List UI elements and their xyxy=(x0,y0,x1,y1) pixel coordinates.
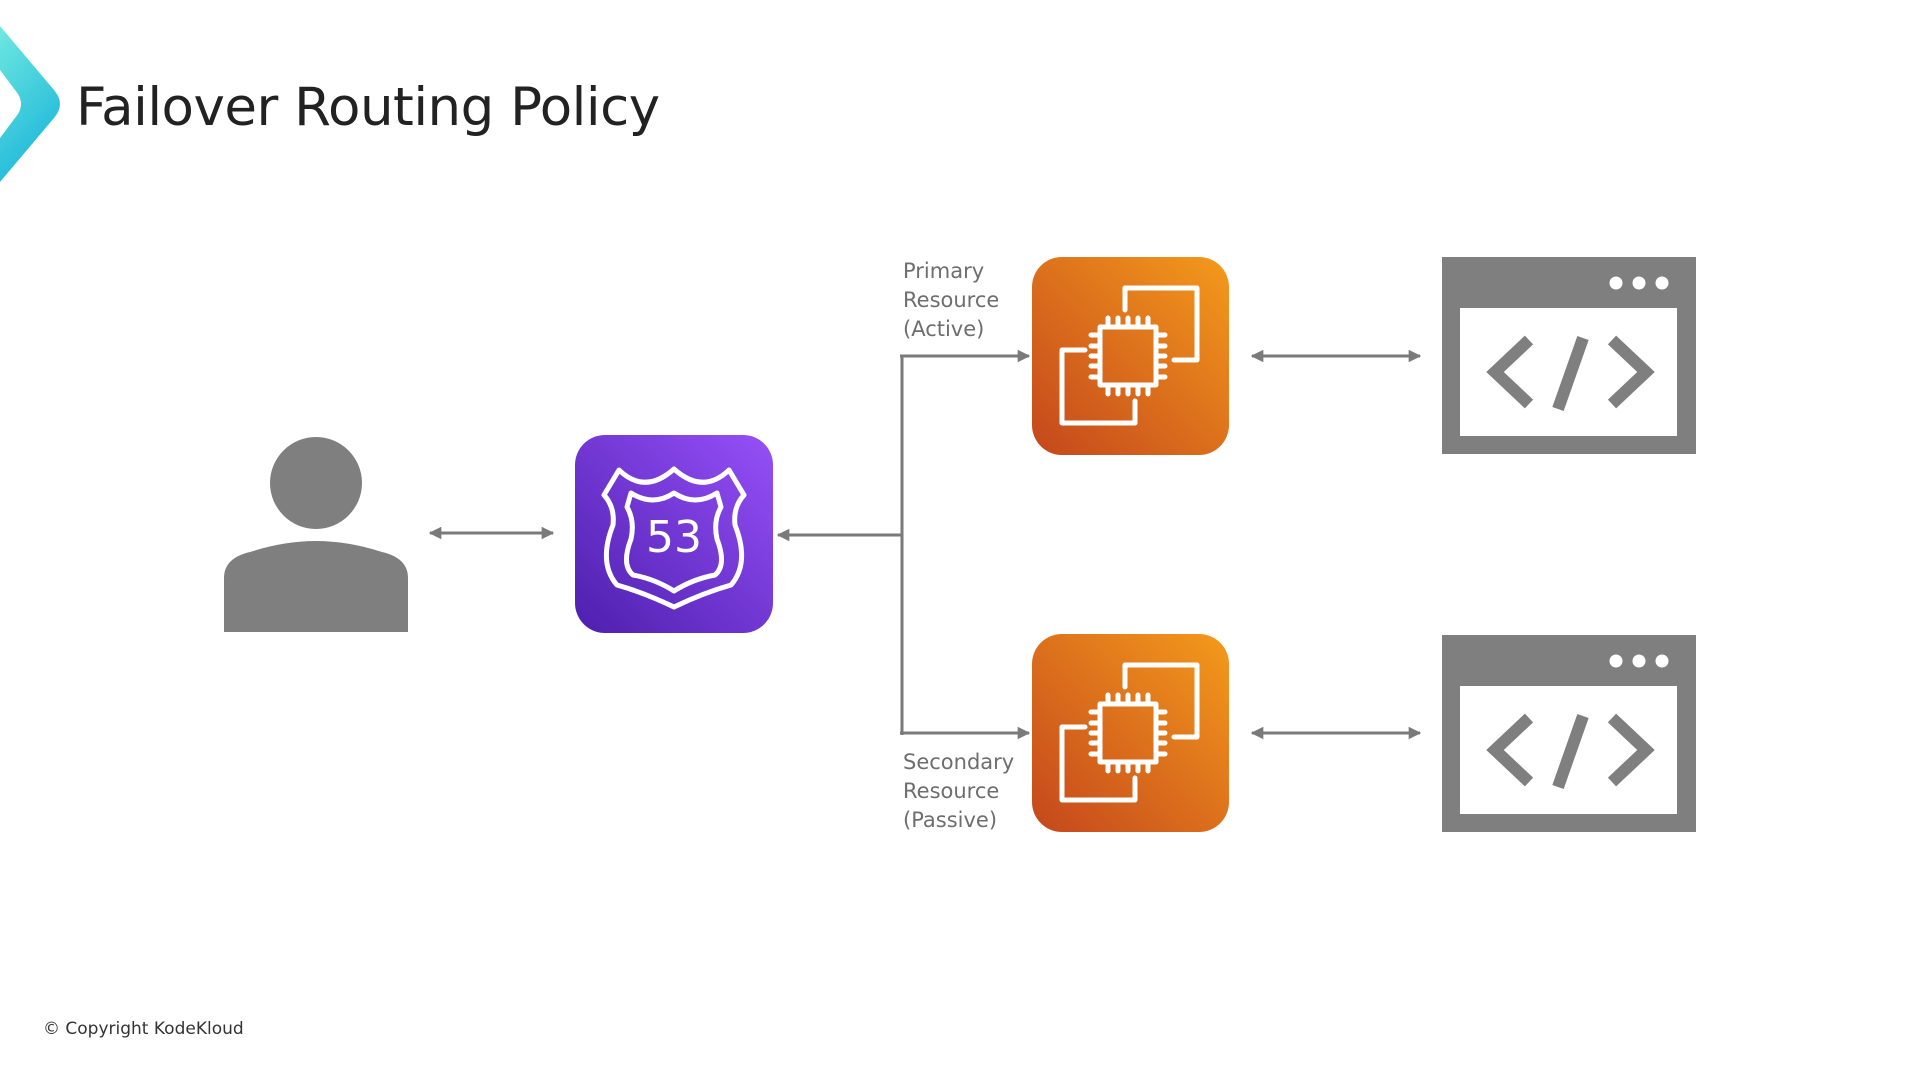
web-app-secondary-icon xyxy=(1442,635,1696,832)
failover-connector xyxy=(776,349,1031,740)
secondary-resource-label: Secondary Resource (Passive) xyxy=(903,750,1015,832)
ec2-secondary-icon xyxy=(1032,634,1229,832)
slide-title: Failover Routing Policy xyxy=(76,77,660,138)
copyright-footer: © Copyright KodeKloud xyxy=(43,1019,244,1039)
kodekloud-chevron-logo-icon xyxy=(0,26,60,182)
primary-resource-label: Primary Resource (Active) xyxy=(903,259,1000,341)
route53-badge-text: 53 xyxy=(646,512,702,563)
ec2-primary-icon xyxy=(1032,257,1229,455)
route53-icon: 53 xyxy=(575,435,773,633)
user-icon xyxy=(224,437,408,632)
web-app-primary-icon xyxy=(1442,257,1696,454)
